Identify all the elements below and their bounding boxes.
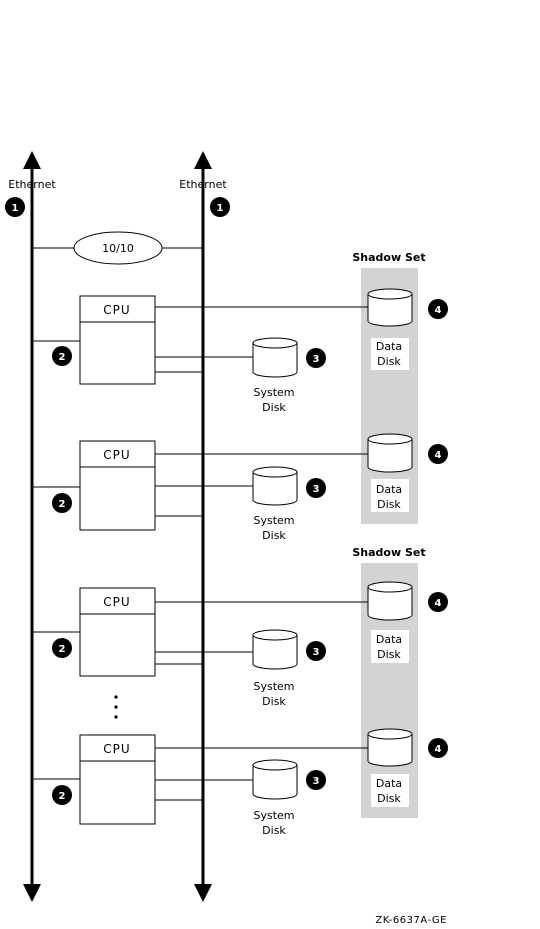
svg-text:2: 2 [59,499,66,510]
svg-text:4: 4 [435,450,442,461]
svg-text:3: 3 [313,354,320,365]
cpu-label-1: CPU [103,303,130,317]
svg-text:2: 2 [59,791,66,802]
callout-ethernet-left: 1 [5,197,25,217]
system-disk-1: System Disk [252,337,298,414]
svg-text:Disk: Disk [262,695,286,708]
svg-text:4: 4 [435,598,442,609]
data-disk-2: Data Disk [367,433,413,512]
callout-cpu-link-4: 2 [52,785,72,805]
callout-system-disk-3: 3 [306,641,326,661]
cpu-box-3 [79,587,156,677]
cpu-label-4: CPU [103,742,130,756]
svg-text:System: System [253,386,294,399]
shadow-set-label-1: Shadow Set [352,251,425,264]
node-1: CPU 2 System Disk 3 Data Disk 4 [32,288,448,414]
cpu-box-4 [79,734,156,825]
node-3: CPU 2 System Disk 3 Data Disk 4 [32,581,448,708]
node-4: CPU 2 System Disk 3 Data Disk 4 [32,728,448,837]
svg-text:System: System [253,680,294,693]
svg-text:Disk: Disk [262,824,286,837]
ethernet-label-right: Ethernet [179,178,227,191]
data-disk-4: Data Disk [367,728,413,807]
svg-text:1: 1 [217,203,224,214]
cpu-box-2 [79,440,156,531]
system-disk-3: System Disk [252,629,298,708]
callout-system-disk-4: 3 [306,770,326,790]
svg-text:Disk: Disk [262,529,286,542]
callout-cpu-link-2: 2 [52,493,72,513]
callout-data-disk-3: 4 [428,592,448,612]
callout-cpu-link-3: 2 [52,638,72,658]
svg-text:Data: Data [376,483,402,496]
svg-text:4: 4 [435,305,442,316]
cpu-label-3: CPU [103,595,130,609]
data-disk-1: Data Disk [367,288,413,370]
svg-text:2: 2 [59,644,66,655]
cpu-box-1 [79,295,156,385]
system-disk-2: System Disk [252,466,298,542]
callout-system-disk-1: 3 [306,348,326,368]
svg-text:2: 2 [59,352,66,363]
system-disk-4: System Disk [252,759,298,837]
svg-text:Disk: Disk [377,648,401,661]
ethernet-label-left: Ethernet [8,178,56,191]
svg-text:Disk: Disk [262,401,286,414]
cpu-label-2: CPU [103,448,130,462]
more-nodes-ellipsis [114,695,118,719]
svg-text:Disk: Disk [377,792,401,805]
svg-text:Data: Data [376,633,402,646]
svg-text:System: System [253,514,294,527]
data-disk-3: Data Disk [367,581,413,663]
svg-text:3: 3 [313,647,320,658]
shadow-set-label-2: Shadow Set [352,546,425,559]
callout-system-disk-2: 3 [306,478,326,498]
svg-text:Disk: Disk [377,355,401,368]
callout-data-disk-1: 4 [428,299,448,319]
svg-text:System: System [253,809,294,822]
bridge-label: 10/10 [102,242,134,255]
svg-text:Data: Data [376,340,402,353]
svg-text:Disk: Disk [377,498,401,511]
node-2: CPU 2 System Disk 3 Data Disk 4 [32,433,448,542]
svg-text:3: 3 [313,484,320,495]
svg-text:3: 3 [313,776,320,787]
callout-cpu-link-1: 2 [52,346,72,366]
callout-data-disk-4: 4 [428,738,448,758]
callout-ethernet-right: 1 [210,197,230,217]
svg-text:4: 4 [435,744,442,755]
callout-data-disk-2: 4 [428,444,448,464]
svg-text:Data: Data [376,777,402,790]
bridge [73,231,163,265]
svg-text:1: 1 [12,203,19,214]
figure-id: ZK-6637A-GE [375,915,447,926]
